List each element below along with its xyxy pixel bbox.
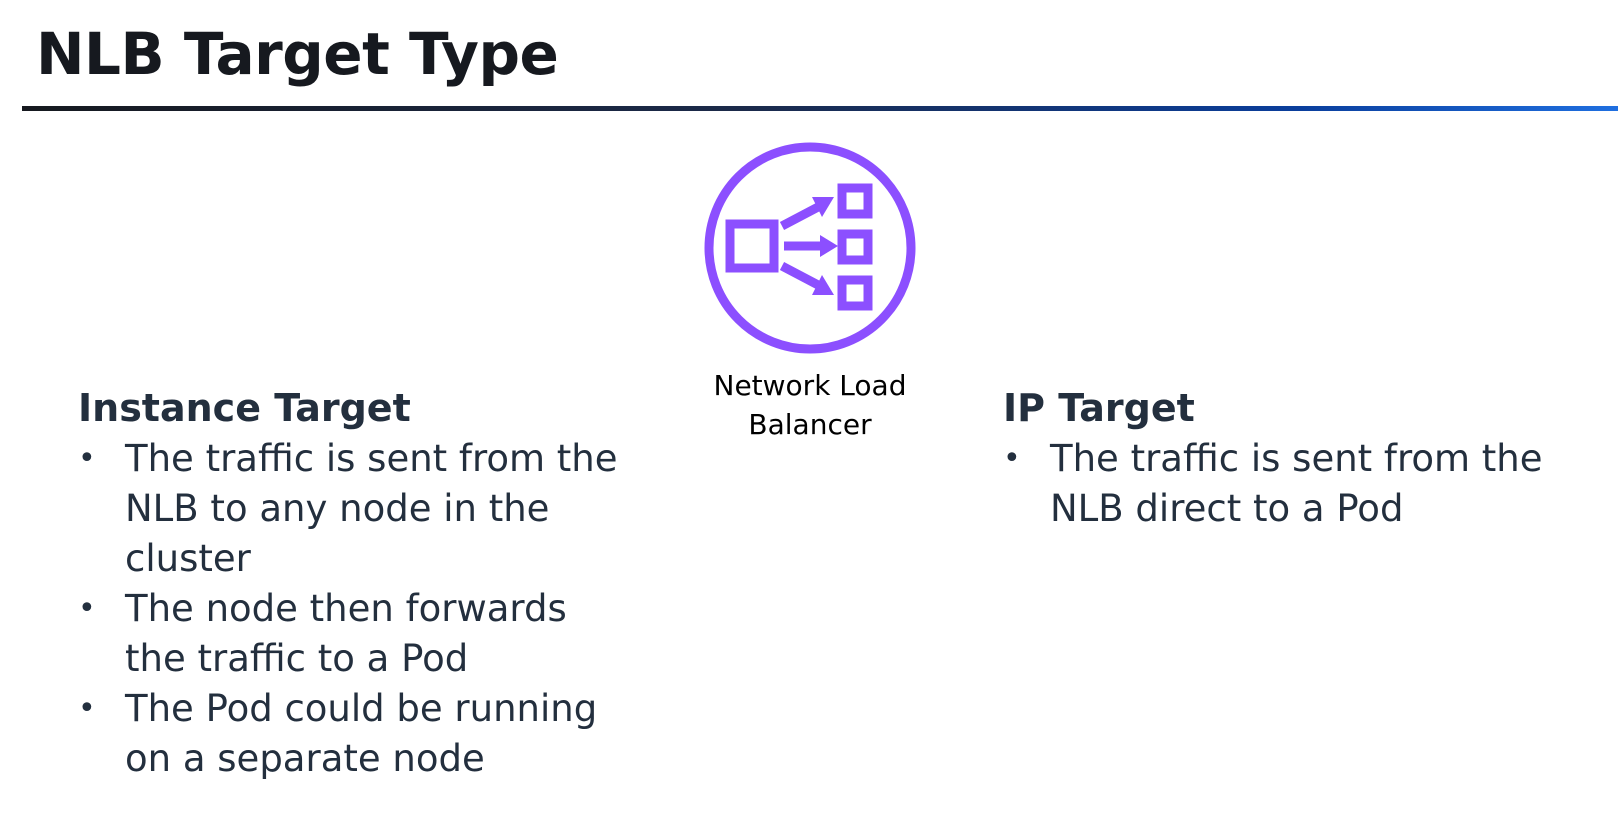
instance-target-column: Instance Target • The traffic is sent fr…	[78, 382, 668, 784]
bullet-item: • The node then forwards the traffic to …	[78, 584, 668, 684]
bullet-line: NLB direct to a Pod	[1050, 487, 1404, 530]
icon-caption: Network Load Balancer	[684, 366, 936, 444]
slide-title: NLB Target Type	[36, 20, 559, 88]
instance-target-bullets: • The traffic is sent from the NLB to an…	[78, 434, 668, 784]
network-load-balancer-icon	[704, 142, 916, 354]
bullet-item: • The traffic is sent from the NLB direc…	[1003, 434, 1615, 534]
bullet-dot-icon: •	[78, 441, 96, 476]
bullet-dot-icon: •	[1003, 441, 1021, 476]
icon-caption-line: Balancer	[748, 408, 872, 441]
title-divider	[22, 106, 1618, 111]
bullet-item: • The Pod could be running on a separate…	[78, 684, 668, 784]
bullet-item: • The traffic is sent from the NLB to an…	[78, 434, 668, 584]
bullet-line: the traffic to a Pod	[125, 637, 469, 680]
ip-target-column: IP Target • The traffic is sent from the…	[1003, 382, 1615, 534]
instance-target-heading: Instance Target	[78, 386, 411, 430]
bullet-dot-icon: •	[78, 691, 96, 726]
bullet-line: The node then forwards	[125, 587, 567, 630]
ip-target-bullets: • The traffic is sent from the NLB direc…	[1003, 434, 1615, 534]
bullet-line: The traffic is sent from the	[125, 437, 618, 480]
bullet-line: The Pod could be running	[125, 687, 598, 730]
bullet-line: cluster	[125, 537, 251, 580]
bullet-line: NLB to any node in the	[125, 487, 550, 530]
ip-target-heading: IP Target	[1003, 386, 1195, 430]
bullet-dot-icon: •	[78, 591, 96, 626]
bullet-line: on a separate node	[125, 737, 485, 780]
bullet-line: The traffic is sent from the	[1050, 437, 1543, 480]
icon-caption-line: Network Load	[713, 369, 907, 402]
